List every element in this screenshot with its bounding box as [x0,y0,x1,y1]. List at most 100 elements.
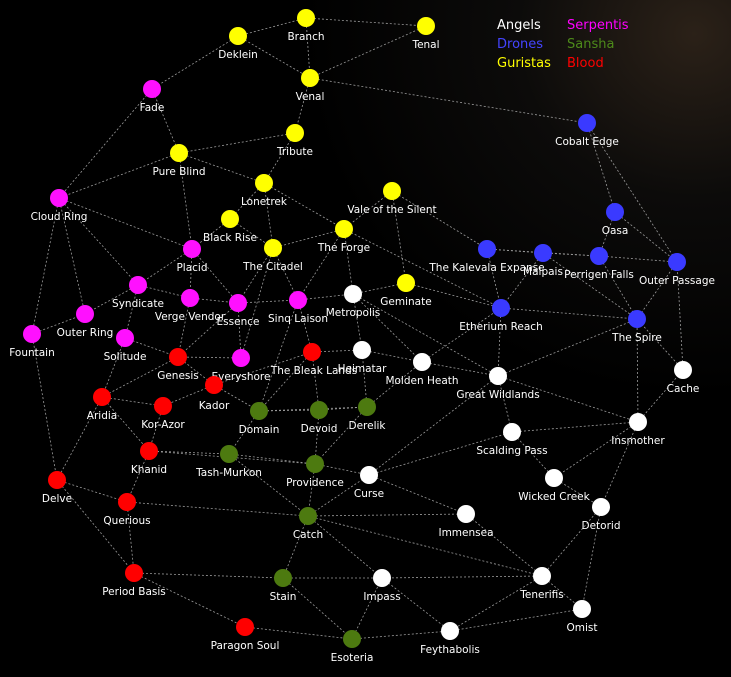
region-dot-curse[interactable] [360,466,378,484]
region-dot-cloudring[interactable] [50,189,68,207]
region-dot-feythabolis[interactable] [441,622,459,640]
region-dot-periodbasis[interactable] [125,564,143,582]
region-node-catch[interactable]: Catch [293,507,323,541]
region-dot-fountain[interactable] [23,325,41,343]
region-node-pureblind[interactable]: Pure Blind [152,144,206,178]
region-dot-metropolis[interactable] [344,285,362,303]
region-node-kalevala[interactable]: The Kalevala Expanse [428,240,545,274]
region-node-khanid[interactable]: Khanid [131,442,167,476]
region-node-detorid[interactable]: Detorid [582,498,621,532]
region-dot-malpais[interactable] [534,244,552,262]
region-dot-tenerifis[interactable] [533,567,551,585]
region-dot-essence[interactable] [229,294,247,312]
region-dot-theforge[interactable] [335,220,353,238]
region-dot-cache[interactable] [674,361,692,379]
region-dot-outerring[interactable] [76,305,94,323]
region-dot-valeofthesilent[interactable] [383,182,401,200]
region-node-querious[interactable]: Querious [103,493,151,527]
region-dot-providence[interactable] [306,455,324,473]
region-node-everyshore[interactable]: Everyshore [212,349,271,383]
region-dot-moldenheath[interactable] [413,353,431,371]
region-dot-everyshore[interactable] [232,349,250,367]
region-dot-cobaltedge[interactable] [578,114,596,132]
region-dot-kalevala[interactable] [478,240,496,258]
region-dot-pureblind[interactable] [170,144,188,162]
region-node-blackrise[interactable]: Black Rise [203,210,257,244]
region-node-insmother[interactable]: Insmother [611,413,665,447]
region-dot-thespire[interactable] [628,310,646,328]
region-dot-thecitadel[interactable] [264,239,282,257]
region-node-aridia[interactable]: Aridia [87,388,117,422]
region-dot-tribute[interactable] [286,124,304,142]
region-dot-placid[interactable] [183,240,201,258]
region-dot-catch[interactable] [299,507,317,525]
region-node-periodbasis[interactable]: Period Basis [102,564,166,598]
region-node-metropolis[interactable]: Metropolis [326,285,381,319]
region-dot-detorid[interactable] [592,498,610,516]
region-node-scaldingpass[interactable]: Scalding Pass [476,423,548,457]
region-dot-aridia[interactable] [93,388,111,406]
region-node-tribute[interactable]: Tribute [276,124,313,158]
region-node-sinqlaison[interactable]: Sinq Laison [268,291,328,325]
region-node-kador[interactable]: Kador [199,376,230,412]
region-dot-paragonsoul[interactable] [236,618,254,636]
region-node-theforge[interactable]: The Forge [317,220,370,254]
region-dot-derelik[interactable] [358,398,376,416]
region-node-tashmurkon[interactable]: Tash-Murkon [195,445,262,479]
region-dot-oasa[interactable] [606,203,624,221]
region-node-venal[interactable]: Venal [296,69,325,103]
region-node-syndicate[interactable]: Syndicate [112,276,164,310]
region-node-devoid[interactable]: Devoid [301,401,338,435]
region-dot-insmother[interactable] [629,413,647,431]
region-dot-tenal[interactable] [417,17,435,35]
region-node-outerpassage[interactable]: Outer Passage [639,253,715,287]
region-node-etheriumreach[interactable]: Etherium Reach [459,299,543,333]
region-dot-impass[interactable] [373,569,391,587]
region-node-greatwildlands[interactable]: Great Wildlands [456,367,540,401]
region-node-fountain[interactable]: Fountain [9,325,55,359]
region-node-thecitadel[interactable]: The Citadel [242,239,303,273]
region-dot-heimatar[interactable] [353,341,371,359]
region-dot-greatwildlands[interactable] [489,367,507,385]
region-node-lonetrek[interactable]: Lonetrek [241,174,288,208]
region-dot-venal[interactable] [301,69,319,87]
region-dot-branch[interactable] [297,9,315,27]
region-node-branch[interactable]: Branch [287,9,325,43]
region-dot-korazor[interactable] [154,397,172,415]
region-node-wickedcreek[interactable]: Wicked Creek [518,469,591,503]
region-node-esoteria[interactable]: Esoteria [331,630,374,664]
region-node-derelik[interactable]: Derelik [348,398,386,432]
region-dot-outerpassage[interactable] [668,253,686,271]
region-dot-devoid[interactable] [310,401,328,419]
region-node-paragonsoul[interactable]: Paragon Soul [211,618,280,652]
region-node-valeofthesilent[interactable]: Vale of the Silent [347,182,437,216]
region-dot-wickedcreek[interactable] [545,469,563,487]
region-node-oasa[interactable]: Oasa [602,203,629,237]
region-node-cloudring[interactable]: Cloud Ring [31,189,88,223]
region-dot-thebleaklands[interactable] [303,343,321,361]
region-dot-scaldingpass[interactable] [503,423,521,441]
region-node-genesis[interactable]: Genesis [157,348,199,382]
region-dot-fade[interactable] [143,80,161,98]
region-node-moldenheath[interactable]: Molden Heath [385,353,459,387]
region-node-korazor[interactable]: Kor-Azor [141,397,185,431]
region-node-outerring[interactable]: Outer Ring [57,305,114,339]
region-dot-etheriumreach[interactable] [492,299,510,317]
region-node-solitude[interactable]: Solitude [104,329,147,363]
region-dot-stain[interactable] [274,569,292,587]
region-node-geminate[interactable]: Geminate [380,274,432,308]
region-node-vergevendor[interactable]: Verge Vendor [155,289,226,323]
region-dot-khanid[interactable] [140,442,158,460]
region-dot-esoteria[interactable] [343,630,361,648]
region-dot-lonetrek[interactable] [255,174,273,192]
region-dot-solitude[interactable] [116,329,134,347]
region-node-omist[interactable]: Omist [567,600,598,634]
region-node-tenal[interactable]: Tenal [411,17,440,51]
region-node-essence[interactable]: Essence [217,294,260,328]
region-dot-tashmurkon[interactable] [220,445,238,463]
region-dot-sinqlaison[interactable] [289,291,307,309]
region-node-delve[interactable]: Delve [42,471,72,505]
region-node-heimatar[interactable]: Heimatar [338,341,387,375]
region-node-perrigenfalls[interactable]: Perrigen Falls [564,247,634,281]
region-dot-perrigenfalls[interactable] [590,247,608,265]
